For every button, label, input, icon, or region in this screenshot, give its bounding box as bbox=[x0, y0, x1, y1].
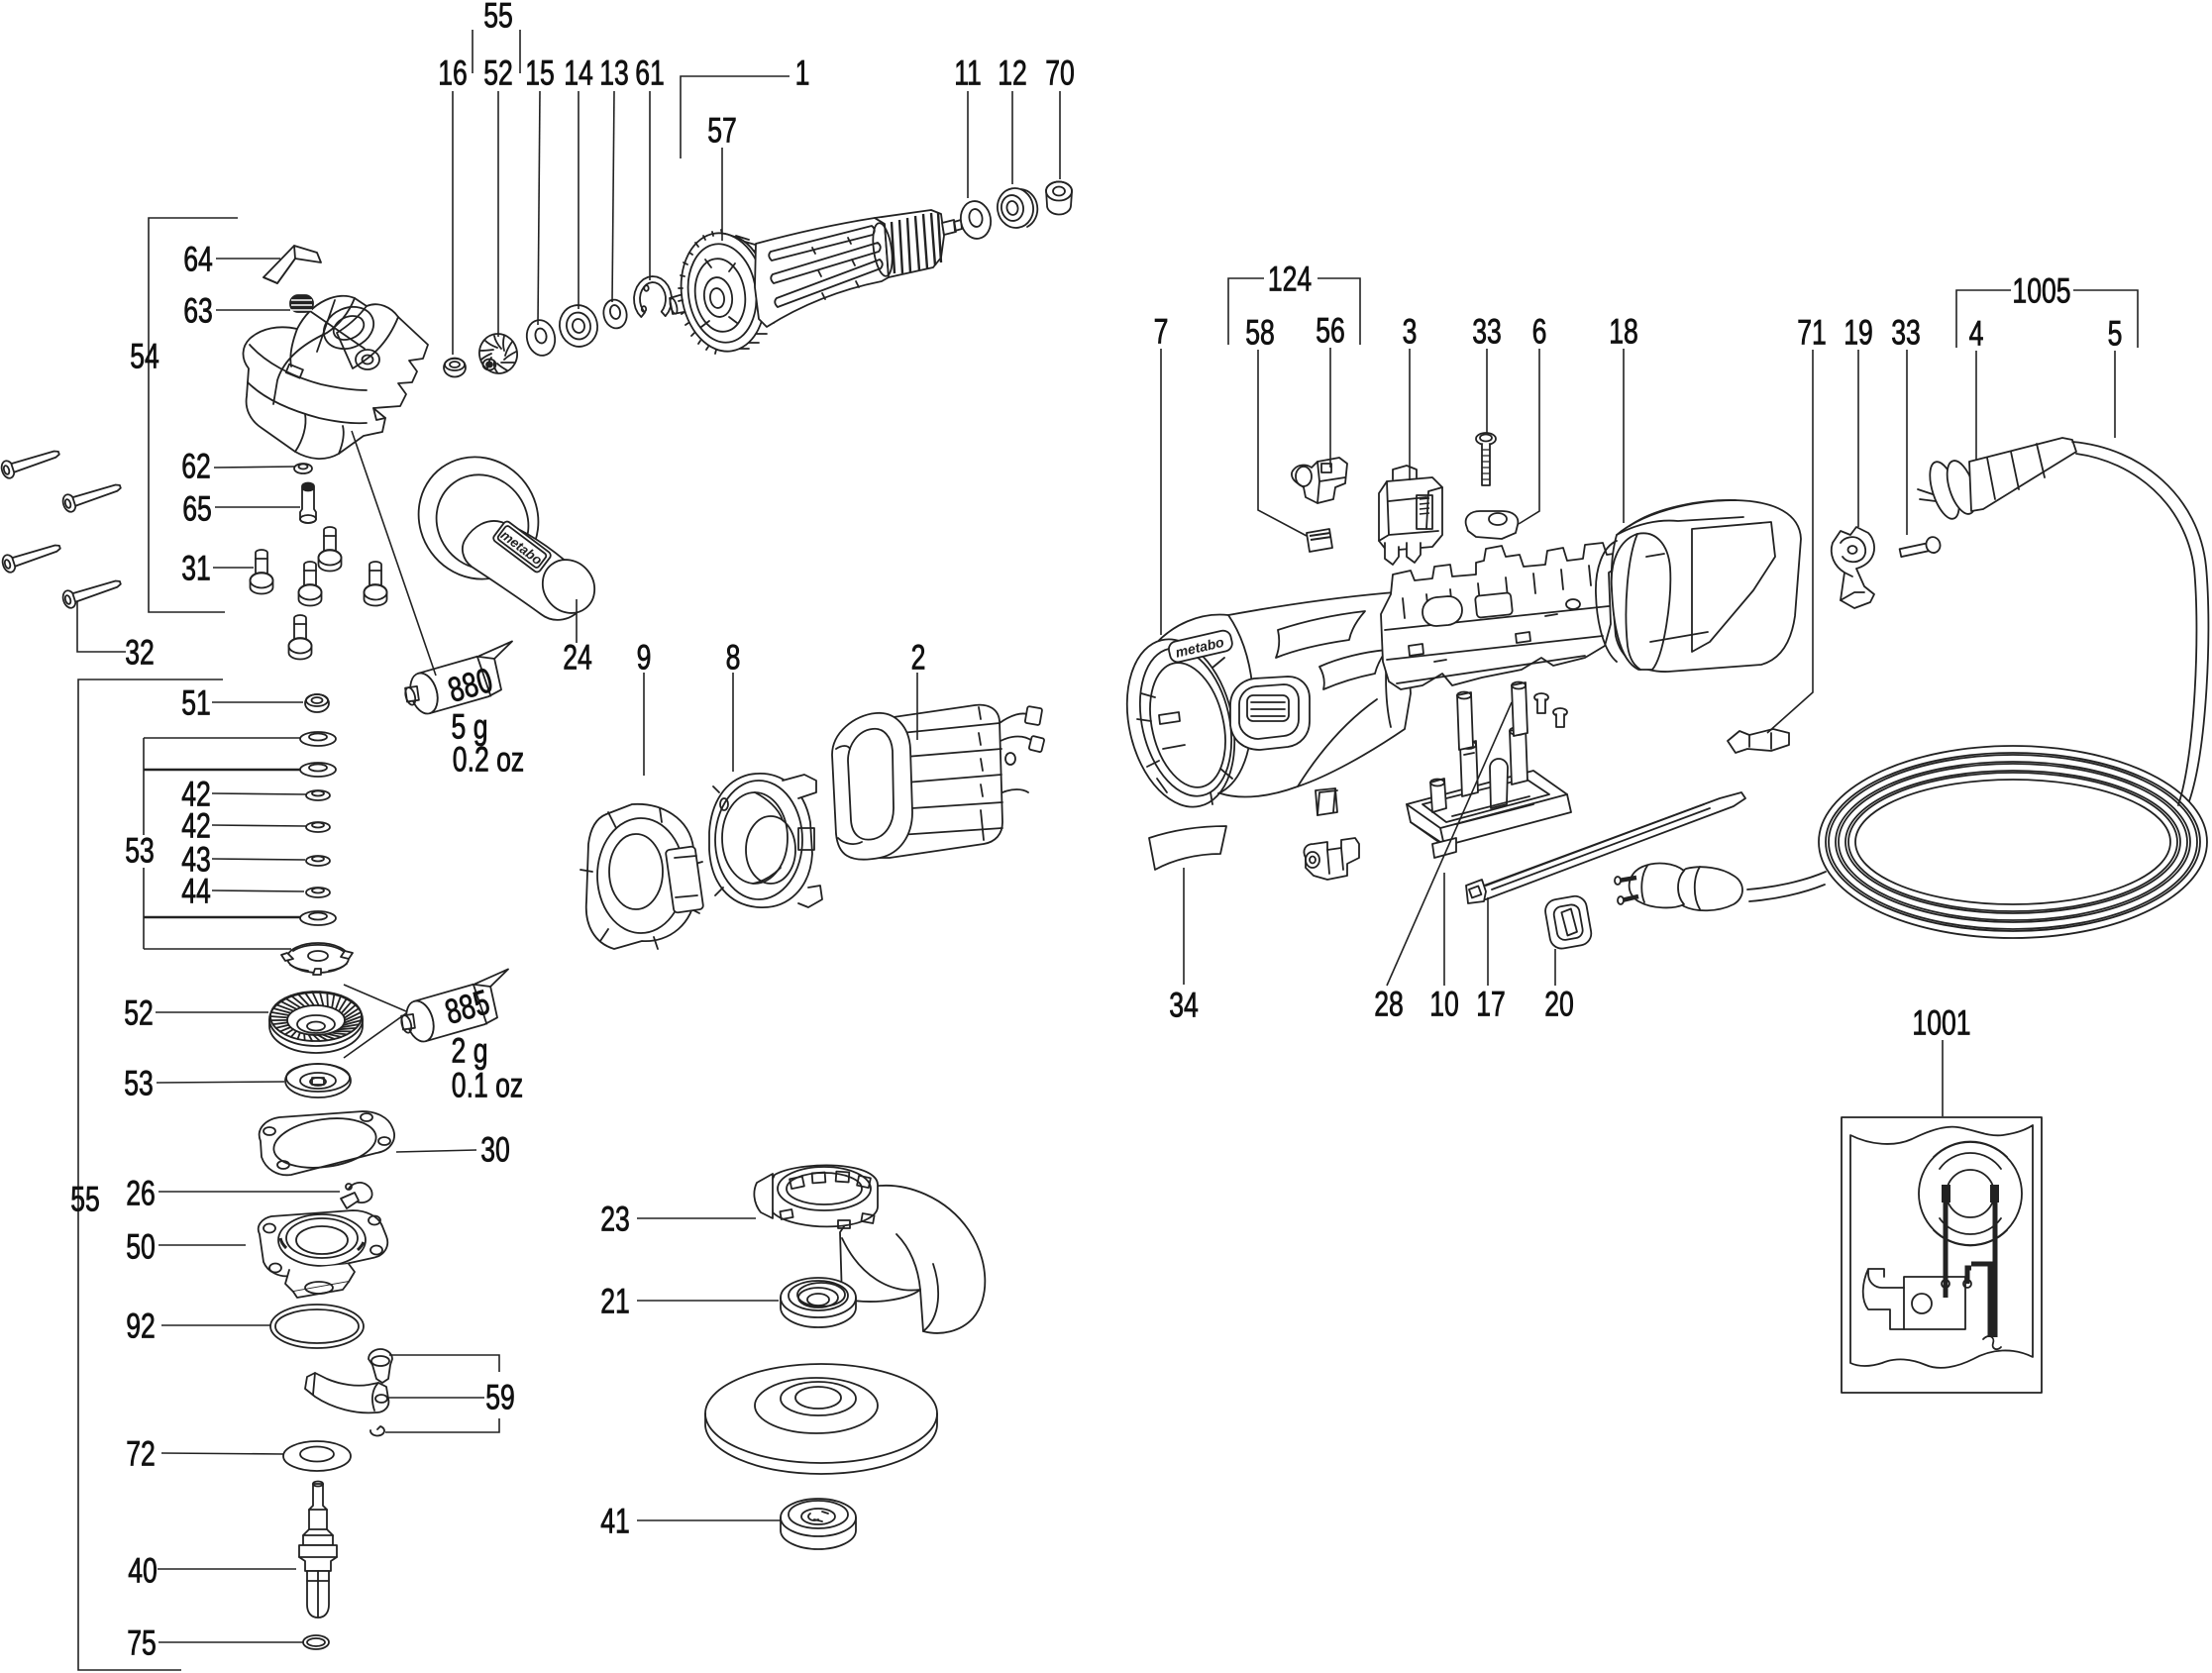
svg-text:26: 26 bbox=[126, 1174, 156, 1212]
svg-text:4: 4 bbox=[1969, 314, 1984, 353]
svg-text:6: 6 bbox=[1532, 312, 1547, 351]
svg-text:5: 5 bbox=[2108, 314, 2123, 353]
svg-text:0.1 oz: 0.1 oz bbox=[452, 1066, 523, 1104]
svg-text:2: 2 bbox=[911, 638, 926, 677]
svg-text:64: 64 bbox=[183, 240, 213, 278]
svg-text:44: 44 bbox=[181, 872, 211, 910]
svg-text:1005: 1005 bbox=[2012, 271, 2070, 310]
svg-text:0.2 oz: 0.2 oz bbox=[453, 740, 524, 779]
svg-text:70: 70 bbox=[1045, 53, 1075, 92]
svg-text:75: 75 bbox=[127, 1623, 157, 1662]
svg-text:63: 63 bbox=[183, 291, 213, 330]
svg-text:40: 40 bbox=[128, 1551, 158, 1590]
svg-text:57: 57 bbox=[707, 111, 737, 150]
svg-text:15: 15 bbox=[525, 53, 555, 92]
svg-text:30: 30 bbox=[480, 1130, 510, 1169]
svg-text:5 g: 5 g bbox=[452, 707, 488, 746]
svg-text:9: 9 bbox=[637, 638, 652, 677]
svg-text:71: 71 bbox=[1797, 313, 1827, 352]
svg-text:28: 28 bbox=[1374, 985, 1404, 1023]
svg-text:14: 14 bbox=[564, 53, 593, 92]
svg-text:24: 24 bbox=[563, 638, 592, 677]
svg-text:23: 23 bbox=[600, 1200, 630, 1238]
svg-text:19: 19 bbox=[1843, 313, 1873, 352]
svg-text:53: 53 bbox=[124, 1064, 154, 1102]
svg-text:72: 72 bbox=[126, 1434, 156, 1473]
svg-text:7: 7 bbox=[1154, 312, 1169, 351]
svg-text:51: 51 bbox=[181, 683, 211, 722]
svg-text:12: 12 bbox=[998, 53, 1027, 92]
svg-text:17: 17 bbox=[1476, 985, 1506, 1023]
svg-text:42: 42 bbox=[181, 806, 211, 845]
svg-text:20: 20 bbox=[1544, 985, 1574, 1023]
svg-text:8: 8 bbox=[726, 638, 741, 677]
svg-text:1001: 1001 bbox=[1912, 1003, 1970, 1042]
svg-text:18: 18 bbox=[1609, 312, 1638, 351]
svg-text:43: 43 bbox=[181, 840, 211, 879]
svg-text:42: 42 bbox=[181, 775, 211, 813]
svg-text:55: 55 bbox=[483, 0, 513, 35]
svg-text:10: 10 bbox=[1429, 985, 1459, 1023]
svg-text:52: 52 bbox=[483, 53, 513, 92]
svg-text:3: 3 bbox=[1403, 312, 1418, 351]
svg-text:58: 58 bbox=[1245, 313, 1275, 352]
svg-text:54: 54 bbox=[130, 337, 159, 375]
svg-text:1: 1 bbox=[795, 53, 810, 92]
svg-text:65: 65 bbox=[182, 489, 212, 528]
svg-text:92: 92 bbox=[126, 1307, 156, 1345]
svg-text:53: 53 bbox=[125, 831, 155, 870]
svg-text:61: 61 bbox=[635, 53, 665, 92]
svg-text:33: 33 bbox=[1472, 312, 1502, 351]
svg-text:33: 33 bbox=[1891, 313, 1921, 352]
svg-text:2 g: 2 g bbox=[452, 1031, 488, 1070]
svg-text:124: 124 bbox=[1268, 260, 1312, 298]
svg-text:41: 41 bbox=[600, 1502, 630, 1540]
svg-text:56: 56 bbox=[1316, 311, 1345, 350]
svg-text:62: 62 bbox=[181, 447, 211, 485]
svg-text:31: 31 bbox=[181, 549, 211, 587]
svg-text:59: 59 bbox=[485, 1378, 515, 1416]
svg-text:11: 11 bbox=[954, 53, 982, 92]
svg-text:21: 21 bbox=[600, 1282, 630, 1320]
svg-text:34: 34 bbox=[1169, 986, 1199, 1024]
svg-text:50: 50 bbox=[126, 1227, 156, 1266]
svg-text:55: 55 bbox=[70, 1180, 100, 1218]
svg-text:16: 16 bbox=[438, 53, 468, 92]
svg-text:32: 32 bbox=[125, 633, 155, 672]
svg-text:13: 13 bbox=[599, 53, 629, 92]
svg-text:52: 52 bbox=[124, 993, 154, 1032]
